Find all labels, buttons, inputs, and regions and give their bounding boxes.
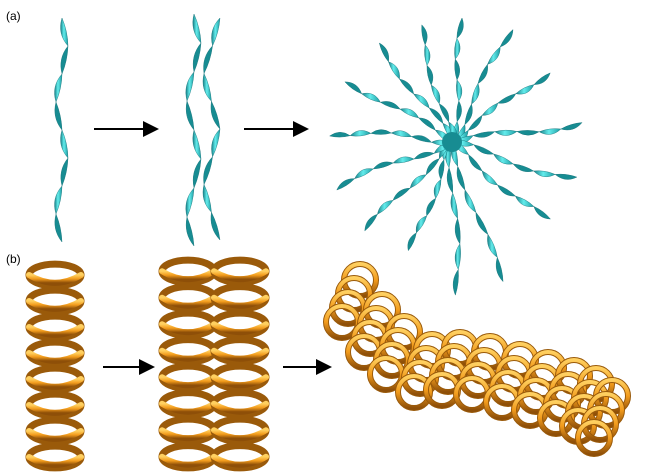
ribbon-strand <box>55 18 68 242</box>
ribbon-arm <box>337 144 453 190</box>
coil-strand <box>162 260 214 468</box>
ribbon-arm <box>454 139 550 219</box>
panel-b-label: (b) <box>6 252 21 266</box>
ribbon-arm <box>408 141 449 251</box>
ribbon-strand <box>186 14 201 246</box>
coil-strand <box>29 264 81 468</box>
single-helical-coil <box>29 264 81 468</box>
ribbon-arm <box>330 130 452 147</box>
assembly-core <box>442 132 462 152</box>
ribbon-arm <box>445 142 460 295</box>
paired-helical-coils <box>162 260 266 468</box>
panel-a-label: (a) <box>6 9 21 23</box>
ribbon-arm <box>452 18 463 142</box>
radial-ribbon-assembly <box>330 18 582 295</box>
coil-strand <box>214 260 266 468</box>
single-twisted-ribbon <box>55 18 68 242</box>
ribbon-arm <box>379 43 453 141</box>
ribbon-arm <box>455 30 513 144</box>
ribbon-strand <box>203 18 220 240</box>
paired-twisted-ribbons <box>186 14 220 246</box>
helical-coil-bundle <box>326 264 628 454</box>
